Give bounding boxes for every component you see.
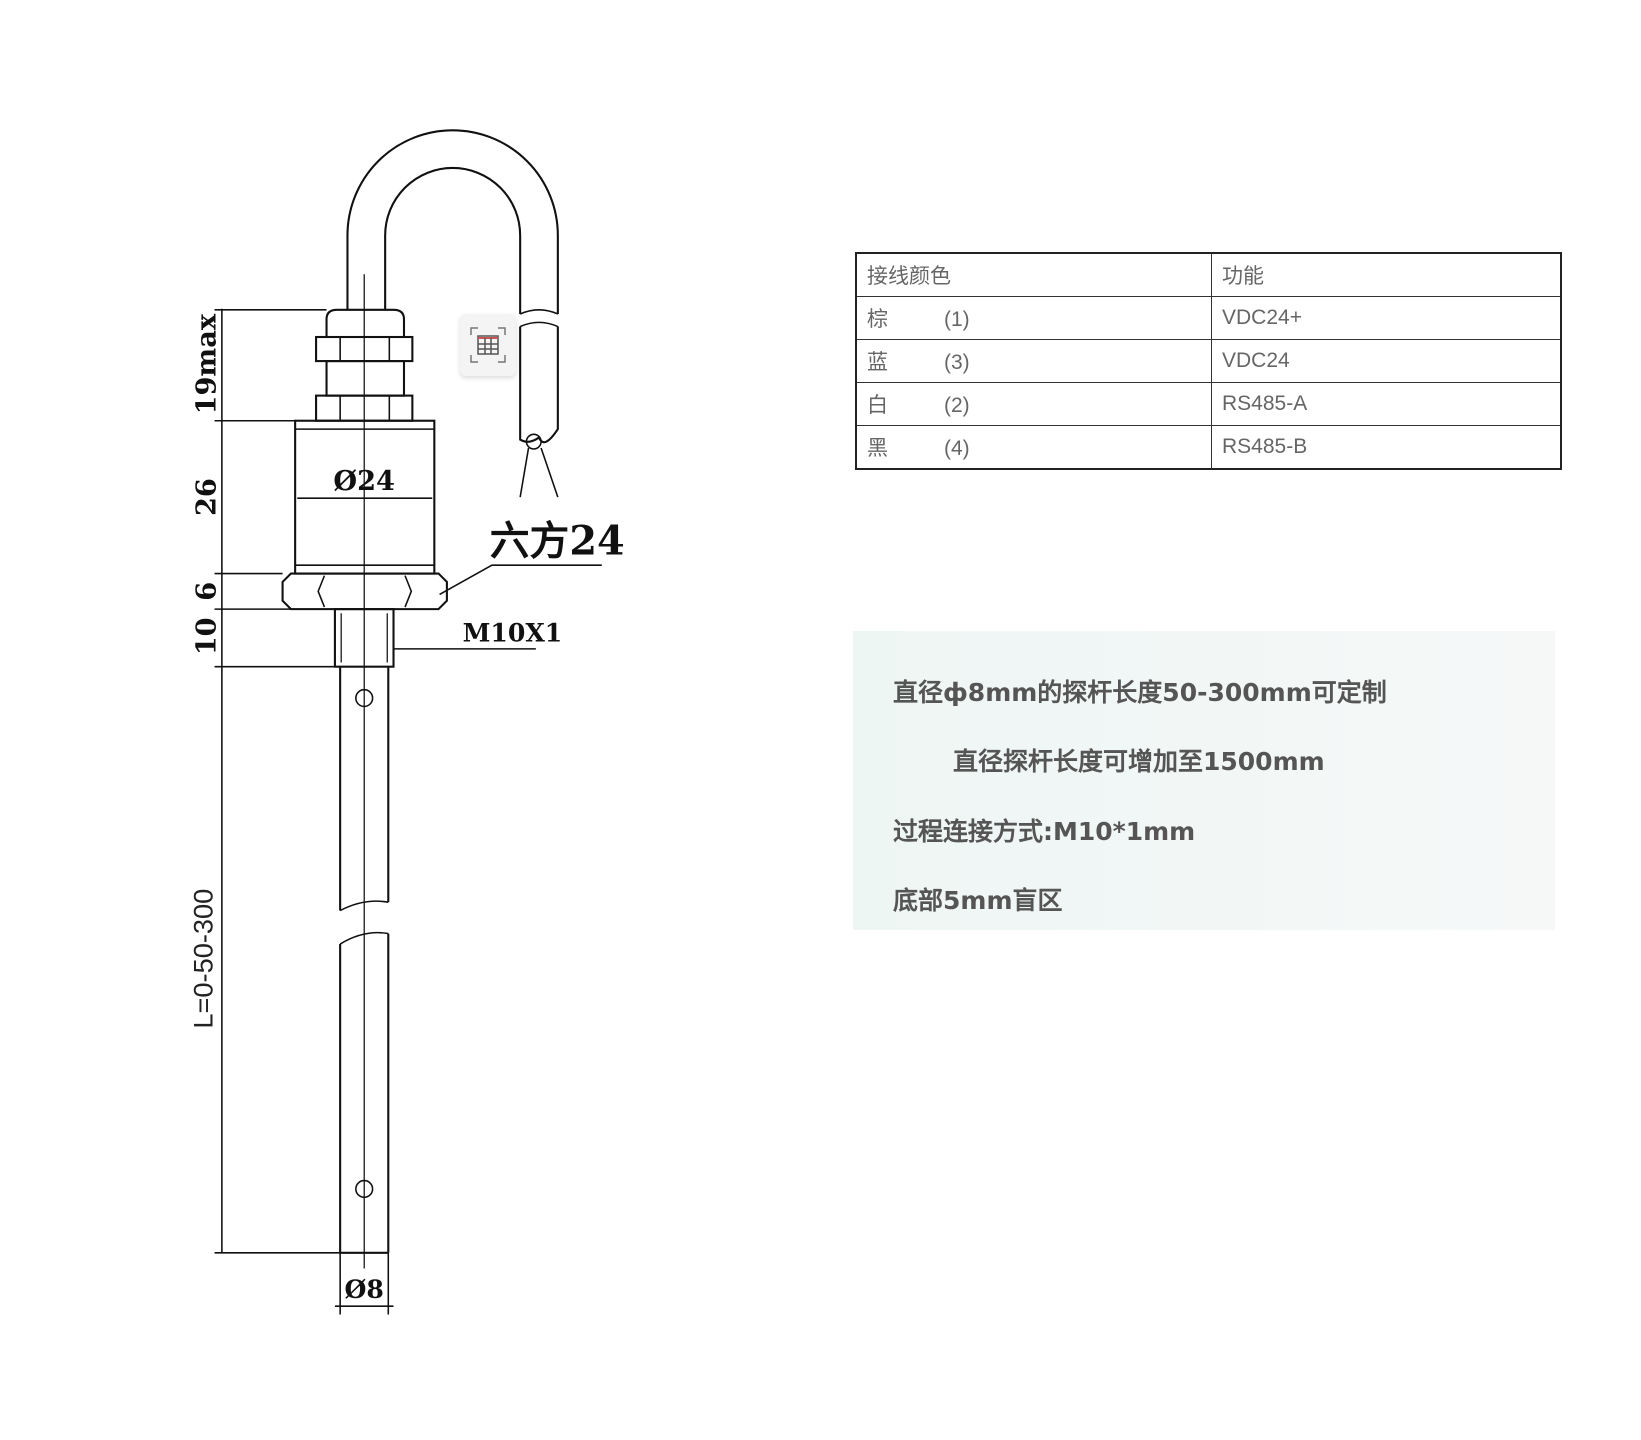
wire-function: RS485-A bbox=[1211, 382, 1562, 426]
header-function: 功能 bbox=[1211, 252, 1562, 297]
table-row: 白 (2) RS485-A bbox=[855, 382, 1562, 426]
hex-nut bbox=[281, 572, 448, 611]
wire-color: 棕 bbox=[867, 308, 888, 331]
note-blind-zone: 底部5mm盲区 bbox=[893, 886, 1063, 915]
dim-probe-length: L=0-50-300 bbox=[187, 889, 218, 1029]
wire-number: (3) bbox=[944, 351, 970, 374]
dim-body-diameter: Ø24 bbox=[333, 465, 395, 497]
spec-notes-panel: 直径ф8mm的探杆长度50-300mm可定制 直径探杆长度可增加至1500mm … bbox=[853, 631, 1555, 930]
thread bbox=[333, 608, 395, 668]
hex-label: 六方24 bbox=[490, 519, 625, 565]
header-wire-color: 接线颜色 bbox=[855, 252, 1212, 297]
image-scan-button[interactable] bbox=[460, 314, 516, 376]
wire-color: 白 bbox=[867, 394, 888, 417]
dim-10: 10 bbox=[191, 617, 223, 655]
note-max-length: 直径探杆长度可增加至1500mm bbox=[953, 747, 1325, 776]
wire-color: 黑 bbox=[867, 437, 888, 460]
dim-26: 26 bbox=[191, 478, 223, 516]
dim-6: 6 bbox=[191, 582, 223, 601]
cable-break bbox=[519, 309, 559, 328]
wire-function: RS485-B bbox=[1211, 425, 1562, 470]
wiring-table: 接线颜色 功能 棕 (1) VDC24+ 蓝 (3) VDC24 白 (2) RS48… bbox=[855, 252, 1562, 470]
wire-number: (4) bbox=[944, 437, 970, 460]
wire-number: (2) bbox=[944, 394, 970, 417]
wire-number: (1) bbox=[944, 308, 970, 331]
note-process-connection: 过程连接方式:M10*1mm bbox=[893, 817, 1196, 846]
dim-19max: 19max bbox=[191, 313, 223, 414]
wire-color: 蓝 bbox=[867, 351, 888, 374]
table-row: 蓝 (3) VDC24 bbox=[855, 339, 1562, 383]
dimension-lines bbox=[214, 308, 602, 1315]
note-probe-length: 直径ф8mm的探杆长度50-300mm可定制 bbox=[893, 678, 1387, 707]
table-row: 棕 (1) VDC24+ bbox=[855, 296, 1562, 340]
table-row: 黑 (4) RS485-B bbox=[855, 425, 1562, 470]
probe-rod bbox=[339, 666, 390, 1254]
dim-probe-diameter: Ø8 bbox=[345, 1274, 384, 1304]
table-header-row: 接线颜色 功能 bbox=[855, 252, 1562, 297]
table-scan-icon bbox=[470, 327, 506, 363]
cable-gland bbox=[315, 308, 414, 422]
thread-label: M10X1 bbox=[463, 618, 563, 648]
wire-function: VDC24+ bbox=[1211, 296, 1562, 340]
wire-function: VDC24 bbox=[1211, 339, 1562, 383]
